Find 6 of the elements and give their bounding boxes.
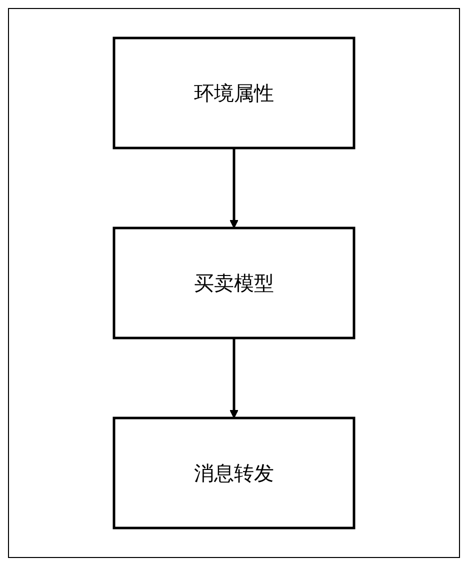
node-box xyxy=(112,36,356,150)
arrow xyxy=(230,148,238,228)
node-box xyxy=(112,416,356,530)
node-box xyxy=(112,226,356,340)
arrow xyxy=(230,338,238,418)
diagram-frame: 环境属性 买卖模型 消息转发 xyxy=(8,8,460,558)
